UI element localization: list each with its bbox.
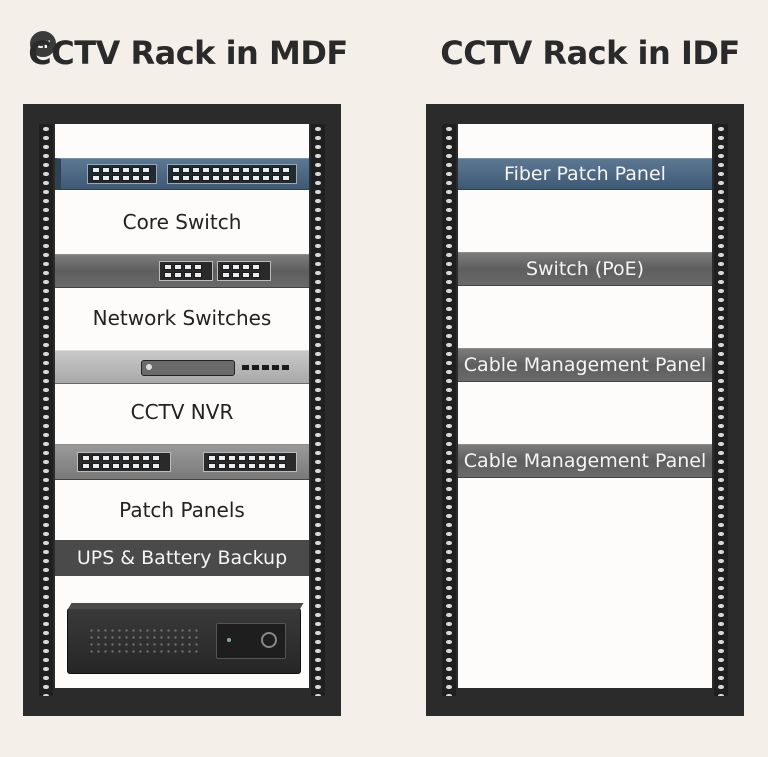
port-block (217, 261, 271, 281)
label-network-switches: Network Switches (92, 306, 272, 330)
port-block (159, 261, 213, 281)
vent-grill (88, 627, 200, 657)
rack-mdf: Core Switch Network Switches CCTV NVR (23, 104, 341, 716)
rack-rail-right (311, 124, 325, 696)
port-block (87, 164, 157, 184)
port-block (203, 452, 297, 472)
label-fiber-patch-panel: Fiber Patch Panel (504, 163, 666, 185)
label-core-switch: Core Switch (122, 210, 242, 234)
label-ups: UPS & Battery Backup (76, 547, 288, 569)
title-idf: CCTV Rack in IDF (440, 34, 740, 72)
ups-device (67, 608, 301, 674)
patch-panel-unit (55, 444, 309, 480)
ups-label-bar: UPS & Battery Backup (55, 540, 309, 576)
cable-management-unit: Cable Management Panel (458, 444, 712, 478)
poe-switch-unit: Switch (PoE) (458, 252, 712, 286)
network-switch-unit (55, 254, 309, 288)
nvr-unit (55, 350, 309, 384)
rack-idf: Fiber Patch Panel Switch (PoE) Cable Man… (426, 104, 744, 716)
cable-management-unit: Cable Management Panel (458, 348, 712, 382)
rack-interior: Fiber Patch Panel Switch (PoE) Cable Man… (458, 124, 712, 688)
port-block (77, 452, 171, 472)
rack-rail-left (442, 124, 456, 696)
indicator-light-icon (227, 638, 231, 642)
status-leds (239, 364, 289, 370)
rack-rail-left (39, 124, 53, 696)
core-switch-unit (55, 158, 309, 190)
label-cctv-nvr: CCTV NVR (130, 400, 234, 424)
drive-slot (141, 360, 235, 376)
rack-rail-right (714, 124, 728, 696)
port-block (167, 164, 297, 184)
label-cable-management: Cable Management Panel (463, 450, 707, 472)
label-patch-panels: Patch Panels (119, 498, 245, 522)
fiber-patch-panel-unit: Fiber Patch Panel (458, 158, 712, 190)
rack-interior: Core Switch Network Switches CCTV NVR (55, 124, 309, 688)
logo-badge: cr (28, 29, 58, 59)
title-mdf: CCTV Rack in MDF (28, 34, 348, 72)
power-button-icon (261, 632, 277, 648)
ups-control-panel (216, 623, 286, 659)
label-switch-poe: Switch (PoE) (525, 258, 645, 280)
label-cable-management: Cable Management Panel (463, 354, 707, 376)
